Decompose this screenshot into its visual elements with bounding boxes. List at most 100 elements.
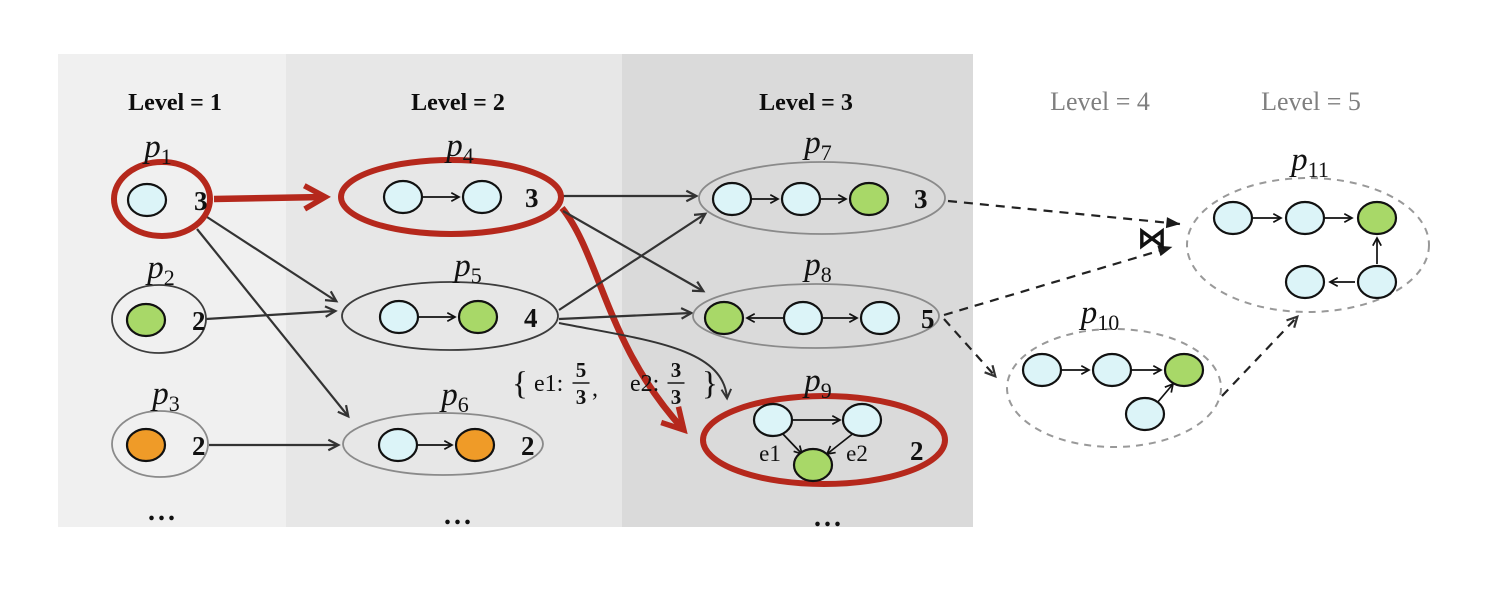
p6-count: 2 (521, 431, 535, 461)
pattern-p6: p6 2 (342, 377, 544, 476)
p6-node-2-orange (454, 427, 496, 463)
p5-boundary (341, 281, 559, 351)
p11-node-4-blue (1284, 264, 1326, 300)
p7-boundary (698, 161, 946, 235)
p4-label: p4 (444, 128, 474, 168)
p1-node-1-blue (126, 182, 168, 218)
edge-p4-p8 (562, 210, 706, 293)
band-level-2 (286, 54, 622, 527)
annotation-part-4: , (592, 376, 598, 402)
p3-node-1-orange (125, 427, 167, 463)
pattern-p4: p4 3 (338, 128, 564, 237)
annotation-part-7: } (702, 366, 718, 402)
p8-boundary (692, 283, 940, 349)
p4-count: 3 (525, 183, 539, 213)
fraction-denominator: 3 (671, 385, 682, 409)
p6-node-1-blue (377, 427, 419, 463)
p9-edge-label-e2: e2 (846, 441, 868, 466)
fraction-denominator: 3 (576, 385, 587, 409)
p9-boundary (700, 393, 948, 487)
p9-node-2-blue (841, 402, 883, 438)
pattern-p7: p7 3 (698, 125, 946, 235)
edge-p5-p7 (558, 212, 708, 311)
band-label-level-2: Level = 2 (411, 90, 505, 116)
edge-p10-p11 (1221, 314, 1299, 397)
edge-p5-p8 (558, 307, 694, 321)
edge-p8-p10 (943, 318, 997, 379)
edge-p1-p4 (213, 183, 331, 212)
p5-node-1-blue (378, 299, 420, 335)
edge-p8-p11 (943, 245, 1173, 317)
pattern-p2: p2 2 (111, 250, 207, 354)
p2-count: 2 (192, 306, 206, 336)
p2-node-1-green (125, 302, 167, 338)
p5-count: 4 (524, 303, 538, 333)
p4-boundary (338, 157, 564, 237)
p11-label: p11 (1289, 142, 1329, 182)
p8-node-2-blue (782, 300, 824, 336)
band-label-level-3: Level = 3 (759, 90, 853, 116)
fraction-numerator: 3 (671, 358, 682, 382)
annotation-fraction-6: 33 (667, 358, 685, 409)
edge-p7-p11 (947, 199, 1181, 229)
p11-boundary (1186, 177, 1430, 313)
edge-p1-p5 (206, 216, 339, 303)
band-level-1 (58, 54, 286, 527)
ellipsis-level-3: ... (814, 502, 844, 533)
p3-label: p3 (150, 376, 180, 416)
p8-count: 5 (921, 304, 935, 334)
p11-node-3-green (1356, 200, 1398, 236)
p9-node-3-green (792, 447, 834, 483)
p9-label: p9 (802, 363, 832, 403)
p8-node-1-green (703, 300, 745, 336)
p6-label: p6 (439, 377, 469, 417)
p10-inner-edge-3 (1156, 382, 1175, 404)
p11-node-2-blue (1284, 200, 1326, 236)
p5-node-2-green (457, 299, 499, 335)
pattern-p1: p1 3 (111, 129, 213, 239)
p1-label: p1 (142, 129, 172, 169)
p10-node-4-blue (1124, 396, 1166, 432)
pattern-p3: p3 2 (111, 376, 209, 478)
pattern-p10: p10 (1006, 295, 1222, 448)
p9-inner-edge-2 (780, 431, 804, 456)
annotation-part-5: e2: (630, 371, 659, 397)
ghost-label-level-5: Level = 5 (1261, 87, 1361, 116)
annotation-part-1: { (512, 366, 528, 402)
p7-label: p7 (802, 125, 832, 165)
p1-count: 3 (194, 186, 208, 216)
p7-node-1-blue (711, 181, 753, 217)
p10-node-2-blue (1091, 352, 1133, 388)
p11-node-1-blue (1212, 200, 1254, 236)
p7-count: 3 (914, 184, 928, 214)
ellipsis-level-1: ... (148, 496, 178, 527)
p2-label: p2 (145, 250, 175, 290)
ghost-label-level-4: Level = 4 (1050, 87, 1150, 116)
edge-p5-p9 (558, 322, 733, 401)
join-operator-icon: ⋈ (1137, 221, 1167, 256)
pattern-p8: p8 5 (692, 247, 940, 349)
p10-boundary (1006, 328, 1222, 448)
p7-node-2-blue (780, 181, 822, 217)
ellipsis-level-2: ... (444, 500, 474, 531)
p4-node-1-blue (382, 179, 424, 215)
p5-label: p5 (452, 248, 482, 288)
edge-p1-p6 (196, 228, 350, 419)
edge-p2-p5 (205, 305, 338, 321)
pattern-p5: p5 4 (341, 248, 559, 351)
annotation-part-2: e1: (534, 371, 563, 397)
p11-node-5-blue (1356, 264, 1398, 300)
p8-label: p8 (802, 247, 832, 287)
p6-boundary (342, 412, 544, 476)
p9-inner-edge-3 (825, 431, 856, 456)
p9-edge-label-e1: e1 (759, 441, 781, 466)
p3-boundary (111, 410, 209, 478)
p3-count: 2 (192, 431, 206, 461)
p7-node-3-green (848, 181, 890, 217)
fraction-numerator: 5 (576, 358, 587, 382)
annotation-fraction-3: 53 (572, 358, 590, 409)
p4-node-2-blue (461, 179, 503, 215)
